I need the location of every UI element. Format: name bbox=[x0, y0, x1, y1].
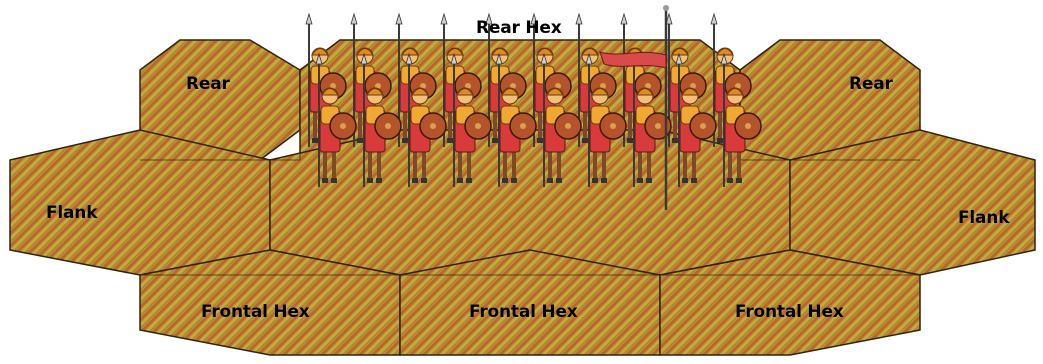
frontal-hex-1-label: Frontal Hex bbox=[201, 302, 310, 322]
rear-right-hex-label: Rear bbox=[849, 74, 893, 94]
frontal-hex-2-label: Frontal Hex bbox=[469, 302, 578, 322]
flank-left-hex-label: Flank bbox=[46, 203, 97, 223]
flank-right-hex bbox=[790, 130, 1035, 275]
flank-right-hex-label: Flank bbox=[958, 208, 1009, 228]
frontal-hex-3-label: Frontal Hex bbox=[735, 302, 844, 322]
rear-left-hex-label: Rear bbox=[186, 74, 230, 94]
rear-hex-title: Rear Hex bbox=[476, 18, 562, 38]
